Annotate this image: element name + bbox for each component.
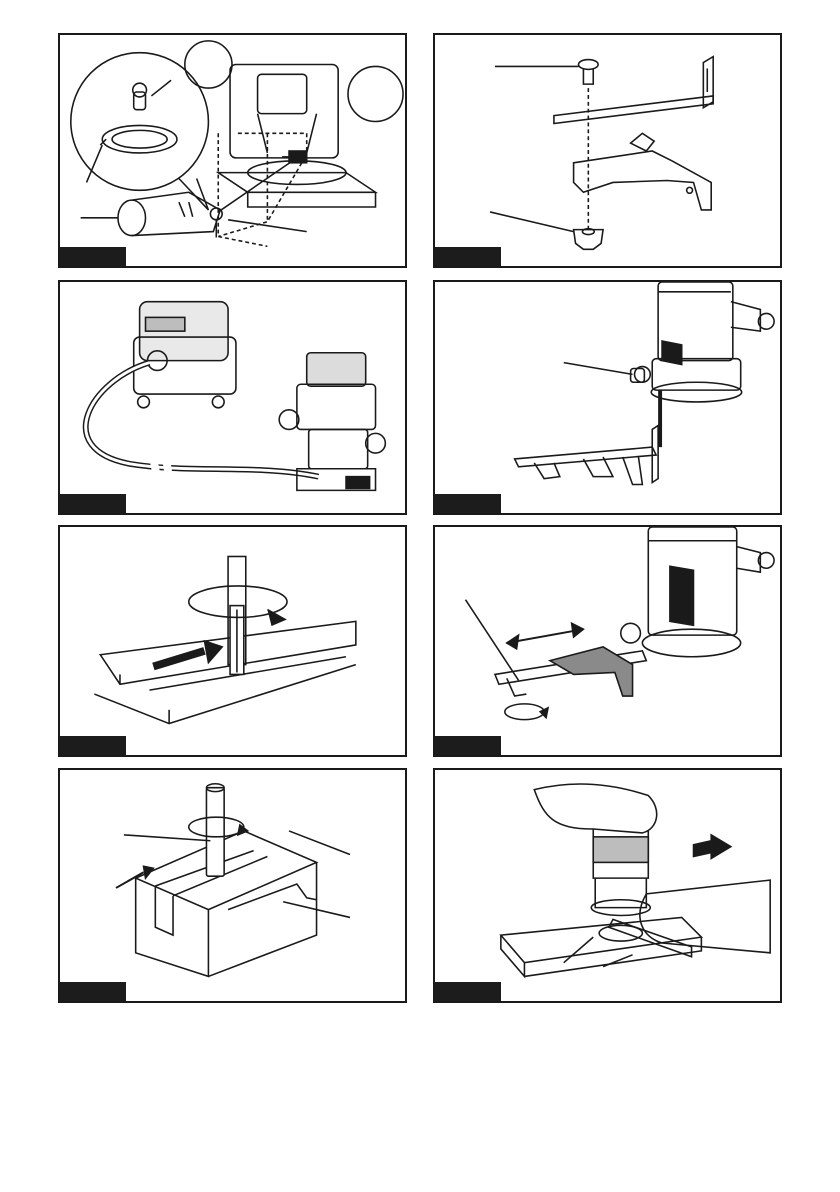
figure-2-panel (433, 33, 782, 268)
groove-routing-illustration (60, 770, 405, 1001)
figure-7-panel (58, 768, 407, 1003)
straight-guide-parts-illustration (435, 35, 780, 266)
guide-mounted-illustration (435, 282, 780, 513)
guide-adjustment-illustration (435, 527, 780, 755)
vacuum-connection-illustration (60, 282, 405, 513)
figure-6-panel (433, 525, 782, 757)
figure-number-tab (60, 736, 126, 755)
figure-8-panel (433, 768, 782, 1003)
figure-3-panel (58, 280, 407, 515)
figure-number-tab (435, 247, 501, 266)
figure-number-tab (435, 982, 501, 1001)
figure-number-tab (60, 982, 126, 1001)
figure-number-tab (435, 494, 501, 513)
figure-5-panel (58, 525, 407, 757)
figure-number-tab (435, 736, 501, 755)
bit-rotation-illustration (60, 527, 405, 755)
figure-number-tab (60, 247, 126, 266)
figure-1-panel (58, 33, 407, 268)
two-handed-operation-illustration (435, 770, 780, 1001)
figure-number-tab (60, 494, 126, 513)
figure-4-panel (433, 280, 782, 515)
dust-nozzle-illustration (60, 35, 405, 266)
